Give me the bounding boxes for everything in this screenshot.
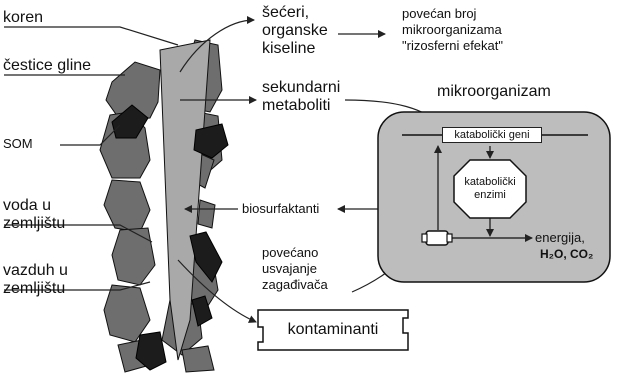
clay-particle (112, 228, 155, 285)
label-water-line2: zemljištu (3, 216, 65, 232)
label-microorganism: mikroorganizam (437, 84, 551, 100)
label-sugars-line2: organske (262, 23, 328, 39)
label-sugars-line3: kiseline (262, 41, 315, 57)
label-air-line1: vazduh u (3, 263, 68, 279)
label-energy: energija, (535, 231, 585, 245)
label-som: SOM (3, 137, 33, 151)
label-root: koren (3, 10, 43, 26)
clay-particle (198, 200, 215, 228)
label-biosurfactants: biosurfaktanti (242, 202, 319, 216)
transporter-cap-right (447, 234, 452, 242)
label-contaminants: kontaminanti (268, 322, 398, 338)
label-catabolic-genes: katabolički geni (442, 127, 542, 143)
transporter-cap-left (422, 234, 427, 242)
label-water-line1: voda u (3, 198, 51, 214)
label-uptake-line1: povećano (262, 246, 318, 260)
label-microbes-line1: povećan broj (402, 7, 476, 21)
label-products: H₂O, CO₂ (540, 248, 593, 261)
label-uptake-line3: zagađivača (262, 278, 328, 292)
clay-particle (182, 346, 214, 372)
label-microbes-line3: "rizosferni efekat" (402, 39, 503, 53)
label-enzymes-line1: katabolički (459, 176, 521, 188)
label-enzymes-line2: enzimi (459, 189, 521, 201)
label-microbes-line2: mikroorganizama (402, 23, 502, 37)
label-clay-particles: čestice gline (3, 58, 91, 74)
clay-particle (104, 180, 150, 232)
label-sugars-line1: šećeri, (262, 5, 309, 21)
label-secondary-line2: metaboliti (262, 98, 330, 114)
label-air-line2: zemljištu (3, 281, 65, 297)
transporter (426, 231, 448, 245)
clay-particle (104, 285, 150, 342)
label-uptake-line2: usvajanje (262, 262, 317, 276)
label-secondary-line1: sekundarni (262, 80, 340, 96)
